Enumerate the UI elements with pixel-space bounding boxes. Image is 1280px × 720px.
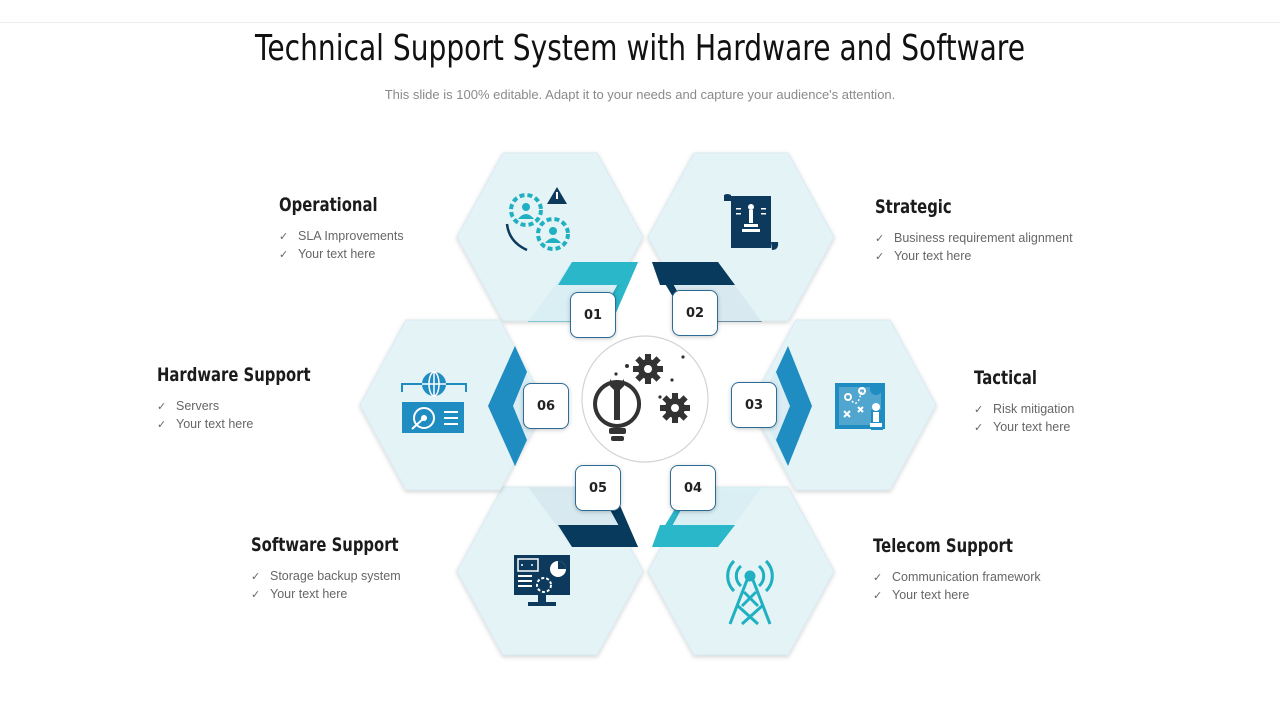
gears-warning-icon — [505, 187, 570, 252]
connector-05-tip — [558, 525, 638, 547]
check-icon: ✓ — [279, 231, 289, 243]
software-support-title: Software Support — [251, 534, 399, 556]
list-item: ✓Your text here — [875, 248, 1073, 266]
check-icon: ✓ — [251, 571, 261, 583]
connector-03-tip — [776, 346, 812, 466]
check-icon: ✓ — [974, 404, 984, 416]
check-icon: ✓ — [974, 422, 984, 434]
signal-tower-icon — [726, 559, 774, 626]
connector-04-tip — [652, 525, 735, 547]
monitor-code-icon — [514, 555, 570, 606]
check-icon: ✓ — [873, 590, 883, 602]
list-item: ✓Servers — [157, 398, 354, 416]
list-item: ✓Storage backup system — [251, 568, 440, 586]
badge-05: 05 — [575, 465, 621, 511]
page-title: Technical Support System with Hardware a… — [255, 28, 1025, 69]
hardware-support-title: Hardware Support — [157, 364, 311, 386]
list-item: ✓Your text here — [873, 587, 1052, 605]
badge-04: 04 — [670, 465, 716, 511]
connector-01-tip — [558, 262, 638, 285]
badge-03: 03 — [731, 382, 777, 428]
connector-06-tip — [488, 346, 527, 466]
list-item: ✓Your text here — [279, 246, 405, 264]
badge-02: 02 — [672, 290, 718, 336]
connector-02-tip — [652, 262, 735, 285]
list-item: ✓Risk mitigation — [974, 401, 1074, 419]
check-icon: ✓ — [157, 401, 167, 413]
strategy-board-icon — [835, 383, 885, 430]
badge-01: 01 — [570, 292, 616, 338]
top-divider — [0, 22, 1280, 23]
hardware-support-block: Hardware Support ✓Servers ✓Your text her… — [157, 364, 354, 434]
list-item: ✓Your text here — [974, 419, 1074, 437]
list-item: ✓Your text here — [157, 416, 354, 434]
operational-title: Operational — [279, 194, 378, 216]
list-item: ✓Business requirement alignment — [875, 230, 1073, 248]
page-subtitle: This slide is 100% editable. Adapt it to… — [384, 87, 896, 102]
tactical-title: Tactical — [974, 367, 1038, 389]
list-item: ✓SLA Improvements — [279, 228, 405, 246]
telecom-support-block: Telecom Support ✓Communication framework… — [873, 535, 1052, 605]
tactical-block: Tactical ✓Risk mitigation ✓Your text her… — [974, 367, 1074, 437]
check-icon: ✓ — [875, 251, 885, 263]
strategic-block: Strategic ✓Business requirement alignmen… — [875, 196, 1073, 266]
software-support-block: Software Support ✓Storage backup system … — [251, 534, 440, 604]
hard-drive-network-icon — [401, 371, 467, 433]
check-icon: ✓ — [875, 233, 885, 245]
list-item: ✓Communication framework — [873, 569, 1052, 587]
check-icon: ✓ — [873, 572, 883, 584]
badge-06: 06 — [523, 383, 569, 429]
check-icon: ✓ — [157, 419, 167, 431]
check-icon: ✓ — [279, 249, 289, 261]
list-item: ✓Your text here — [251, 586, 440, 604]
strategic-title: Strategic — [875, 196, 952, 218]
check-icon: ✓ — [251, 589, 261, 601]
telecom-support-title: Telecom Support — [873, 535, 1013, 557]
scroll-document-icon — [724, 194, 779, 250]
operational-block: Operational ✓SLA Improvements ✓Your text… — [279, 194, 405, 264]
